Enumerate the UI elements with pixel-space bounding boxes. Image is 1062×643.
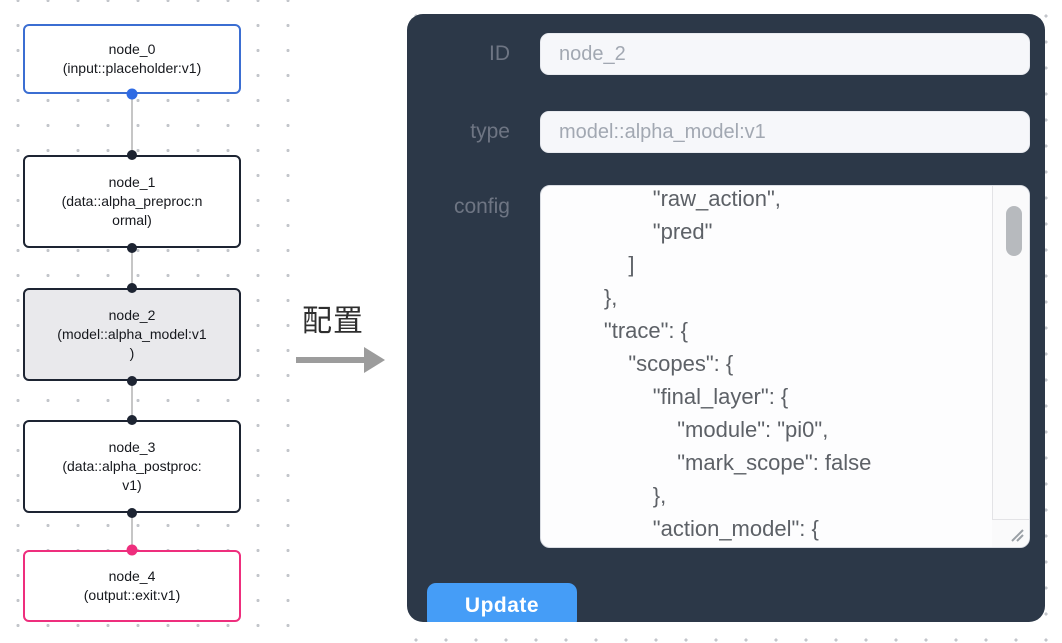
node-label-line: v1) xyxy=(122,477,142,493)
type-field-label: type xyxy=(470,120,510,143)
config-json-text: "raw_action", "pred" ] }, "trace": { "sc… xyxy=(603,186,872,541)
config-textarea[interactable]: "raw_action", "pred" ] }, "trace": { "sc… xyxy=(540,185,1030,548)
node-port[interactable] xyxy=(127,150,137,160)
node-label-line: (input::placeholder:v1) xyxy=(62,60,202,76)
node-label-line: (model::alpha_model:v1 xyxy=(57,326,207,342)
scrollbar-corner xyxy=(992,519,1029,547)
graph-canvas[interactable]: node_0(input::placeholder:v1)node_1(data… xyxy=(0,0,300,643)
type-input[interactable] xyxy=(540,111,1030,153)
scrollbar-thumb[interactable] xyxy=(1006,206,1022,256)
node-port[interactable] xyxy=(127,376,137,386)
node-label-line: (output::exit:v1) xyxy=(83,587,181,603)
node-label-line: node_1 xyxy=(108,174,156,190)
right-canvas: ID type config "raw_action", "pred" ] },… xyxy=(393,0,1062,643)
node-label-line: node_3 xyxy=(108,439,156,455)
resize-handle-icon[interactable] xyxy=(1006,524,1026,544)
update-button[interactable]: Update xyxy=(427,583,577,622)
graph-edge xyxy=(131,94,133,155)
graph-edge xyxy=(131,381,133,420)
graph-edge xyxy=(131,513,133,550)
right-arrow-icon xyxy=(296,347,385,373)
id-input[interactable] xyxy=(540,33,1030,75)
id-field-label: ID xyxy=(489,42,510,65)
node-label-line: (data::alpha_preproc:n xyxy=(61,193,203,209)
node-label-line: ) xyxy=(129,345,135,361)
node-port[interactable] xyxy=(127,415,137,425)
graph-node-node_3[interactable]: node_3(data::alpha_postproc:v1) xyxy=(23,420,241,513)
graph-edge xyxy=(131,248,133,288)
graph-node-node_4[interactable]: node_4(output::exit:v1) xyxy=(23,550,241,622)
config-annotation: 配置 xyxy=(295,296,395,373)
graph-node-node_0[interactable]: node_0(input::placeholder:v1) xyxy=(23,24,241,94)
graph-node-node_2[interactable]: node_2(model::alpha_model:v1) xyxy=(23,288,241,381)
node-label-line: node_4 xyxy=(108,568,156,584)
node-label-line: (data::alpha_postproc: xyxy=(62,458,202,474)
node-label-line: node_0 xyxy=(108,41,156,57)
node-port[interactable] xyxy=(126,544,138,556)
node-port[interactable] xyxy=(127,508,137,518)
node-port[interactable] xyxy=(127,283,137,293)
node-label-line: node_2 xyxy=(108,307,156,323)
node-port[interactable] xyxy=(126,88,138,100)
node-label-line: ormal) xyxy=(112,212,152,228)
annotation-label: 配置 xyxy=(302,305,364,338)
config-panel: ID type config "raw_action", "pred" ] },… xyxy=(407,14,1045,622)
node-port[interactable] xyxy=(127,243,137,253)
config-field-label: config xyxy=(453,195,510,218)
